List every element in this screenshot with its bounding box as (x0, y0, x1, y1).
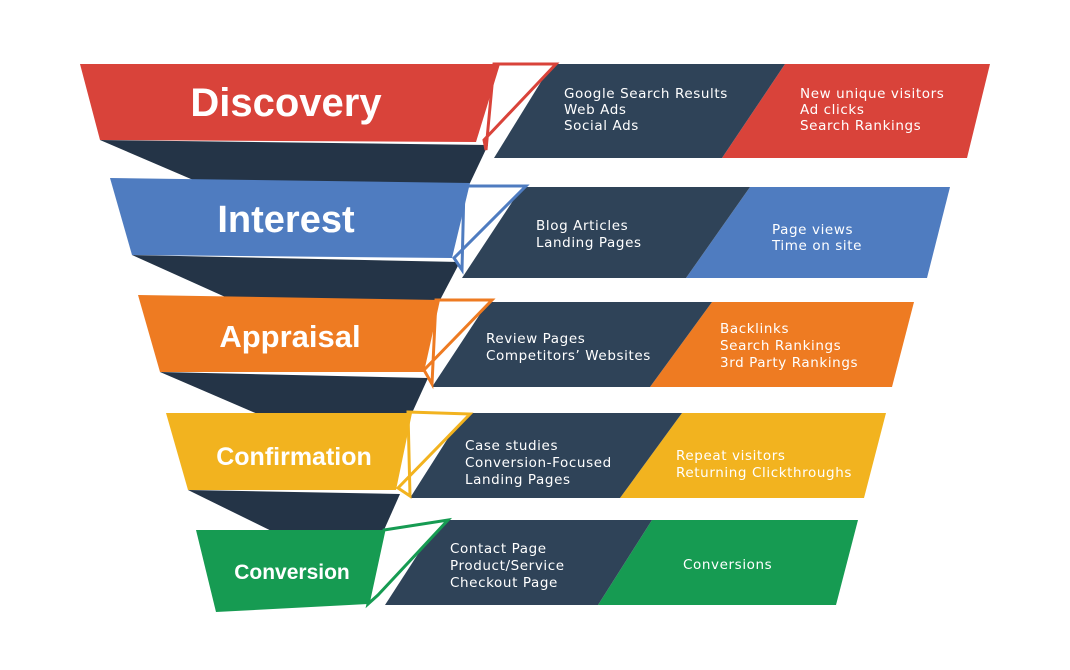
stage-discovery-metric-3: Search Rankings (800, 118, 921, 134)
stage-interest-title: Interest (217, 199, 355, 241)
stage-interest-metrics-band (686, 187, 950, 278)
stage-discovery-content-1: Google Search Results (564, 86, 728, 102)
stage-confirmation-title: Confirmation (216, 443, 372, 471)
stage-appraisal-content-2: Competitors’ Websites (486, 348, 651, 364)
stage-confirmation-ribbon (166, 413, 412, 490)
stage-confirmation-content-2: Conversion-Focused (465, 455, 612, 471)
stage-conversion-metrics-band (598, 520, 858, 605)
stage-confirmation-metrics-band (620, 413, 886, 498)
stage-conversion-fold (365, 517, 453, 609)
stage-interest-content-2: Landing Pages (536, 235, 642, 251)
stage-discovery-metric-1: New unique visitors (800, 86, 944, 102)
stage-discovery-metrics-band (722, 64, 990, 158)
stage-interest-metric-1: Page views (772, 222, 853, 238)
stage-conversion-content-2: Product/Service (450, 558, 565, 574)
stage-confirmation-metric-1: Repeat visitors (676, 448, 785, 464)
stage-appraisal-metric-3: 3rd Party Rankings (720, 355, 858, 371)
stage-confirmation-fold (395, 410, 474, 499)
stage-appraisal-metric-2: Search Rankings (720, 338, 841, 354)
stage-confirmation-content-1: Case studies (465, 438, 558, 454)
stage-appraisal-metric-1: Backlinks (720, 321, 789, 337)
stage-interest: Interest Blog Articles Landing Pages Pag… (110, 178, 950, 278)
stage-conversion-content-1: Contact Page (450, 541, 547, 557)
stage-appraisal-content-band (432, 302, 712, 387)
stage-discovery-fold (482, 62, 560, 151)
stage-appraisal-ribbon (138, 295, 440, 372)
stage-conversion-ribbon (196, 530, 384, 612)
stage-confirmation: Confirmation Case studies Conversion-Foc… (166, 410, 886, 499)
stage-conversion-metric-1: Conversions (683, 557, 772, 573)
stage-interest-content-band (462, 187, 750, 278)
stage-confirmation-metric-2: Returning Clickthroughs (676, 465, 852, 481)
stage-interest-ribbon (110, 178, 470, 258)
stage-interest-fold (452, 184, 530, 275)
stage-discovery-content-2: Web Ads (564, 102, 627, 118)
stage-conversion-content-band (385, 520, 652, 605)
stage-discovery-content-3: Social Ads (564, 118, 639, 134)
stage-confirmation-content-3: Landing Pages (465, 472, 571, 488)
stage-appraisal-content-1: Review Pages (486, 331, 585, 347)
stage-conversion-content-3: Checkout Page (450, 575, 558, 591)
stage-conversion: Conversion Contact Page Product/Service … (196, 517, 858, 612)
stage-discovery-content-band (494, 64, 785, 158)
stage-interest-metric-2: Time on site (771, 238, 862, 254)
stage-interest-content-1: Blog Articles (536, 218, 628, 234)
stage-appraisal-metrics-band (650, 302, 914, 387)
stage-discovery: Discovery Google Search Results Web Ads … (80, 62, 990, 158)
stage-discovery-ribbon (80, 64, 500, 142)
stage-appraisal: Appraisal Review Pages Competitors’ Webs… (138, 295, 914, 390)
stage-confirmation-content-band (410, 413, 682, 498)
stage-conversion-title: Conversion (234, 561, 350, 584)
stage-discovery-metric-2: Ad clicks (800, 102, 864, 118)
stage-appraisal-title: Appraisal (219, 319, 360, 354)
stage-discovery-title: Discovery (190, 81, 382, 125)
